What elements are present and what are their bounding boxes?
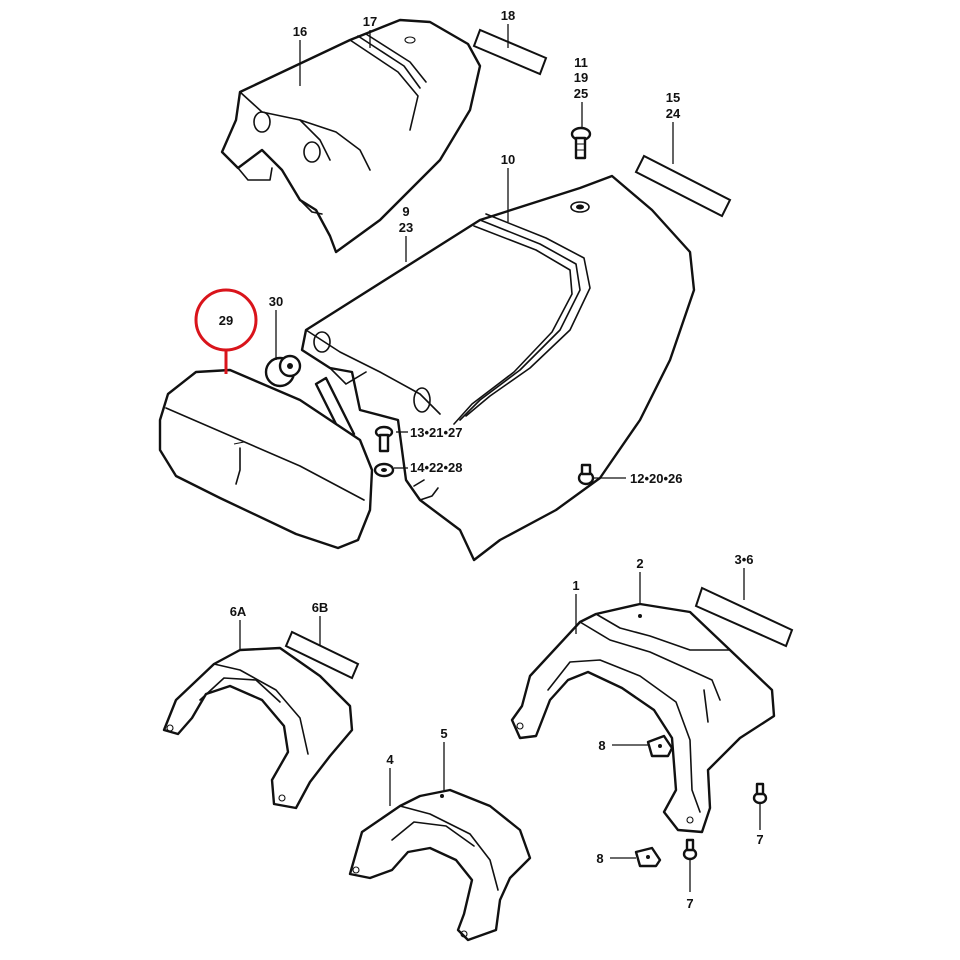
seat-pad-29 <box>158 368 374 550</box>
callout-23: 23 <box>399 220 413 235</box>
callout-3-6: 3•6 <box>734 552 753 567</box>
callout-7-right: 7 <box>756 832 763 847</box>
callout-24: 24 <box>666 106 681 121</box>
callout-13-21-27: 13•21•27 <box>410 425 462 440</box>
callout-6a: 6A <box>230 604 247 619</box>
callout-15: 15 <box>666 90 680 105</box>
grommet-30-icon <box>264 354 302 388</box>
callouts: 16 17 18 11 19 25 15 24 10 9 23 30 29 13… <box>219 8 764 911</box>
seat-cowl-upper <box>220 18 482 254</box>
sticker-6b <box>284 630 360 680</box>
callout-2: 2 <box>636 556 643 571</box>
callout-8-upper: 8 <box>598 738 605 753</box>
callout-5: 5 <box>440 726 447 741</box>
callout-6b: 6B <box>312 600 329 615</box>
callout-8-lower: 8 <box>596 851 603 866</box>
callout-9: 9 <box>402 204 409 219</box>
fender-piece-6a <box>162 646 354 810</box>
callout-16: 16 <box>293 24 307 39</box>
fender-piece-4-5 <box>348 788 532 942</box>
callout-17: 17 <box>363 14 377 29</box>
leader-lines <box>239 24 761 892</box>
callout-10: 10 <box>501 152 515 167</box>
screw-11-19-25-icon <box>570 126 592 160</box>
callout-12-20-26: 12•20•26 <box>630 471 682 486</box>
washer-14-22-28-icon <box>373 462 395 478</box>
nut-12-20-26-icon <box>577 463 595 486</box>
seat-tail-cowl <box>300 174 696 562</box>
clip-8-lower-icon <box>634 846 662 868</box>
callout-1: 1 <box>572 578 579 593</box>
callout-29: 29 <box>219 313 233 328</box>
callout-18: 18 <box>501 8 515 23</box>
callout-4: 4 <box>386 752 394 767</box>
callout-7-lower: 7 <box>686 896 693 911</box>
callout-14-22-28: 14•22•28 <box>410 460 462 475</box>
sticker-18 <box>472 28 548 76</box>
sticker-15-24 <box>634 154 732 218</box>
callout-19: 19 <box>574 70 588 85</box>
bolt-13-21-27-icon <box>374 425 394 453</box>
sticker-3-6 <box>694 586 794 648</box>
callout-11: 11 <box>574 55 588 70</box>
screw-7-right-icon <box>752 782 768 805</box>
highlight-29 <box>194 288 258 374</box>
clip-8-upper-icon <box>646 734 674 758</box>
screw-7-lower-icon <box>682 838 698 861</box>
rear-fender-1-2 <box>510 602 776 834</box>
callout-25: 25 <box>574 86 588 101</box>
callout-30: 30 <box>269 294 283 309</box>
